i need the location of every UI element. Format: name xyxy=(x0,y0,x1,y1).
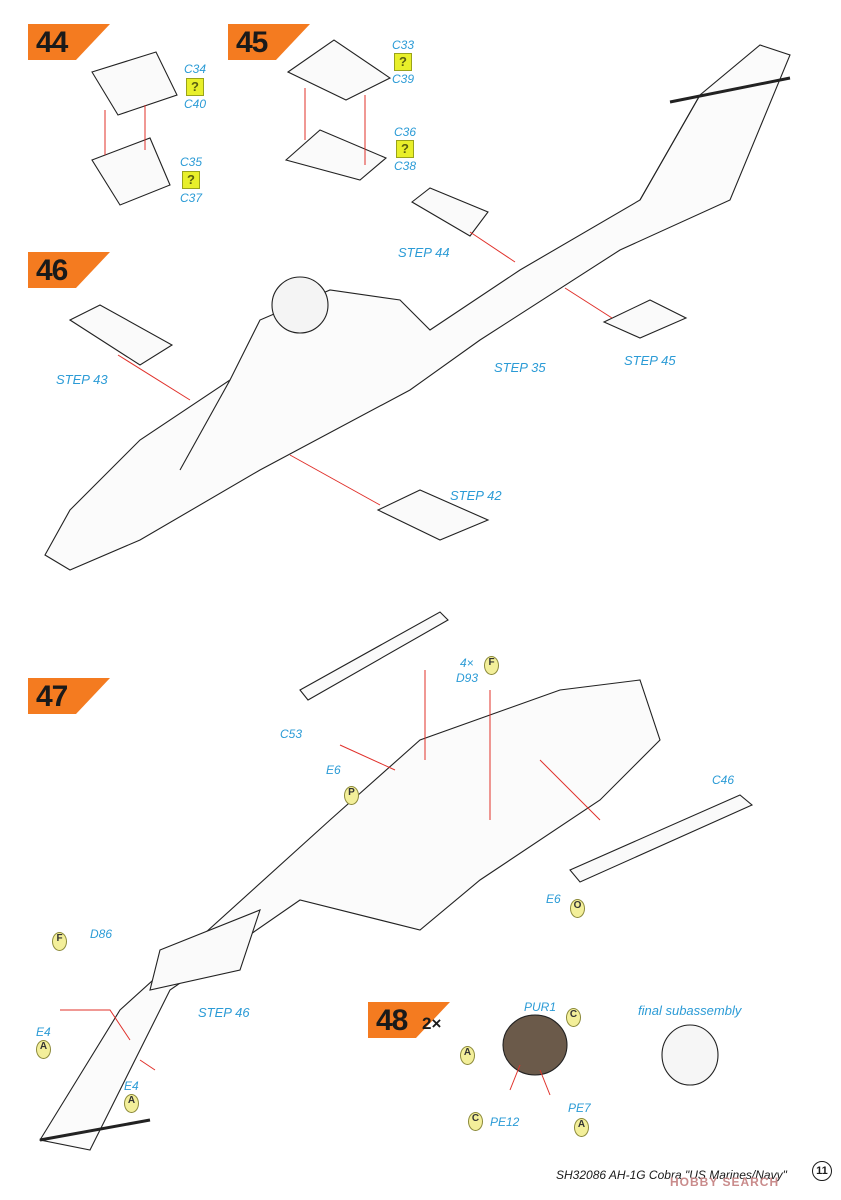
sprue-f-icon: F xyxy=(52,932,67,951)
sprue-a-icon: A xyxy=(124,1094,139,1113)
part-c53: C53 xyxy=(280,727,303,741)
part-c40: C40 xyxy=(184,97,207,111)
sprue-a-icon: A xyxy=(460,1046,475,1065)
stub-wing-47 xyxy=(149,909,261,991)
part-d93-qty: 4× xyxy=(460,656,474,670)
ref-step-45: STEP 45 xyxy=(624,353,676,368)
sprue-a-icon: A xyxy=(574,1118,589,1137)
ref-step-44: STEP 44 xyxy=(398,245,450,260)
step-48-multiplier: 2× xyxy=(422,1014,442,1033)
sprue-a-icon: A xyxy=(36,1040,51,1059)
skid-right xyxy=(569,794,754,883)
panel-44-bottom xyxy=(91,137,171,206)
kit-code: SH32086 AH-1G Cobra "US Marines/Navy" xyxy=(556,1168,787,1182)
panel-step44-ref xyxy=(411,187,489,237)
part-pur1: PUR1 xyxy=(524,1000,557,1014)
step-48-number: 48 xyxy=(376,1004,408,1037)
part-d86: D86 xyxy=(90,927,113,941)
page-number: 11 xyxy=(812,1161,832,1181)
unknown-part-icon: ? xyxy=(394,53,412,71)
part-d93: D93 xyxy=(456,671,479,685)
sprue-p-icon: P xyxy=(344,786,359,805)
part-c34: C34 xyxy=(184,62,207,76)
panel-45-bottom xyxy=(284,129,388,181)
sprue-f-icon: F xyxy=(484,656,499,675)
helmet-final xyxy=(661,1024,719,1086)
panel-45-top xyxy=(286,39,392,101)
final-subassembly-label: final subassembly xyxy=(638,1003,742,1018)
ref-step-35: STEP 35 xyxy=(494,360,546,375)
part-e6-left: E6 xyxy=(326,763,341,777)
part-c39: C39 xyxy=(392,72,415,86)
part-e6-right: E6 xyxy=(546,892,561,906)
sprue-o-icon: O xyxy=(570,899,585,918)
unknown-part-icon: ? xyxy=(186,78,204,96)
step-46-badge: 46 xyxy=(28,252,110,288)
part-c37: C37 xyxy=(180,191,203,205)
watermark: HOBBY SEARCH xyxy=(670,1175,780,1189)
helmet-48 xyxy=(502,1014,568,1076)
unknown-part-icon: ? xyxy=(182,171,200,189)
step-47-badge: 47 xyxy=(28,678,110,714)
part-c46: C46 xyxy=(712,773,735,787)
step-48-badge: 48 xyxy=(368,1002,450,1038)
ref-step-46: STEP 46 xyxy=(198,1005,250,1020)
sprue-c-icon: C xyxy=(566,1008,581,1027)
ref-step-42: STEP 42 xyxy=(450,488,502,503)
part-c35: C35 xyxy=(180,155,203,169)
ref-step-43: STEP 43 xyxy=(56,372,108,387)
skid-left xyxy=(299,611,449,701)
step-44-badge: 44 xyxy=(28,24,110,60)
part-e4-upper: E4 xyxy=(36,1025,51,1039)
part-pe12: PE12 xyxy=(490,1115,520,1129)
step-44-number: 44 xyxy=(36,26,68,59)
part-pe7: PE7 xyxy=(568,1101,591,1115)
step-46-number: 46 xyxy=(36,254,68,287)
tail-rotor-46 xyxy=(669,76,791,104)
panel-44-top xyxy=(91,51,178,116)
panel-step42-ref xyxy=(376,489,490,541)
part-e4-lower: E4 xyxy=(124,1079,139,1093)
part-c36: C36 xyxy=(394,125,417,139)
unknown-part-icon: ? xyxy=(396,140,414,158)
step-45-badge: 45 xyxy=(228,24,310,60)
step-45-number: 45 xyxy=(236,26,268,59)
step-47-number: 47 xyxy=(36,680,68,713)
part-c33: C33 xyxy=(392,38,415,52)
panel-step45-ref xyxy=(602,299,688,339)
part-c38: C38 xyxy=(394,159,417,173)
tail-rotor-47 xyxy=(39,1118,151,1142)
sprue-c-icon: C xyxy=(468,1112,483,1131)
panel-step43-ref xyxy=(68,304,174,366)
